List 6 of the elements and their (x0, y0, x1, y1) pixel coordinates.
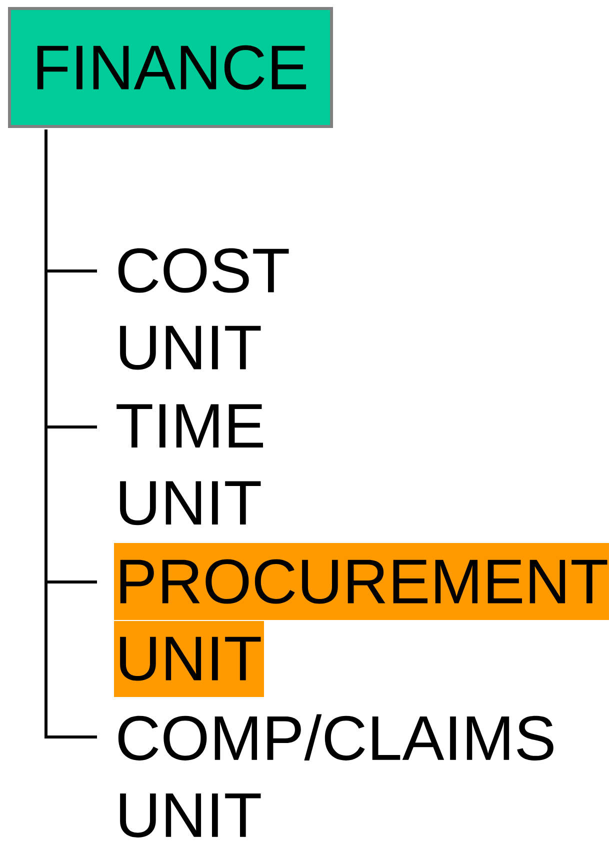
title-box: FINANCE (8, 7, 333, 128)
highlighted-unit-label: PROCUREMENT UNIT (114, 543, 609, 697)
unit-label: COST UNIT (118, 248, 289, 370)
unit-label: TIME UNIT (116, 404, 263, 526)
unit-label: COMP/CLAIMS UNIT (118, 714, 554, 838)
tree-connector (44, 130, 97, 738)
